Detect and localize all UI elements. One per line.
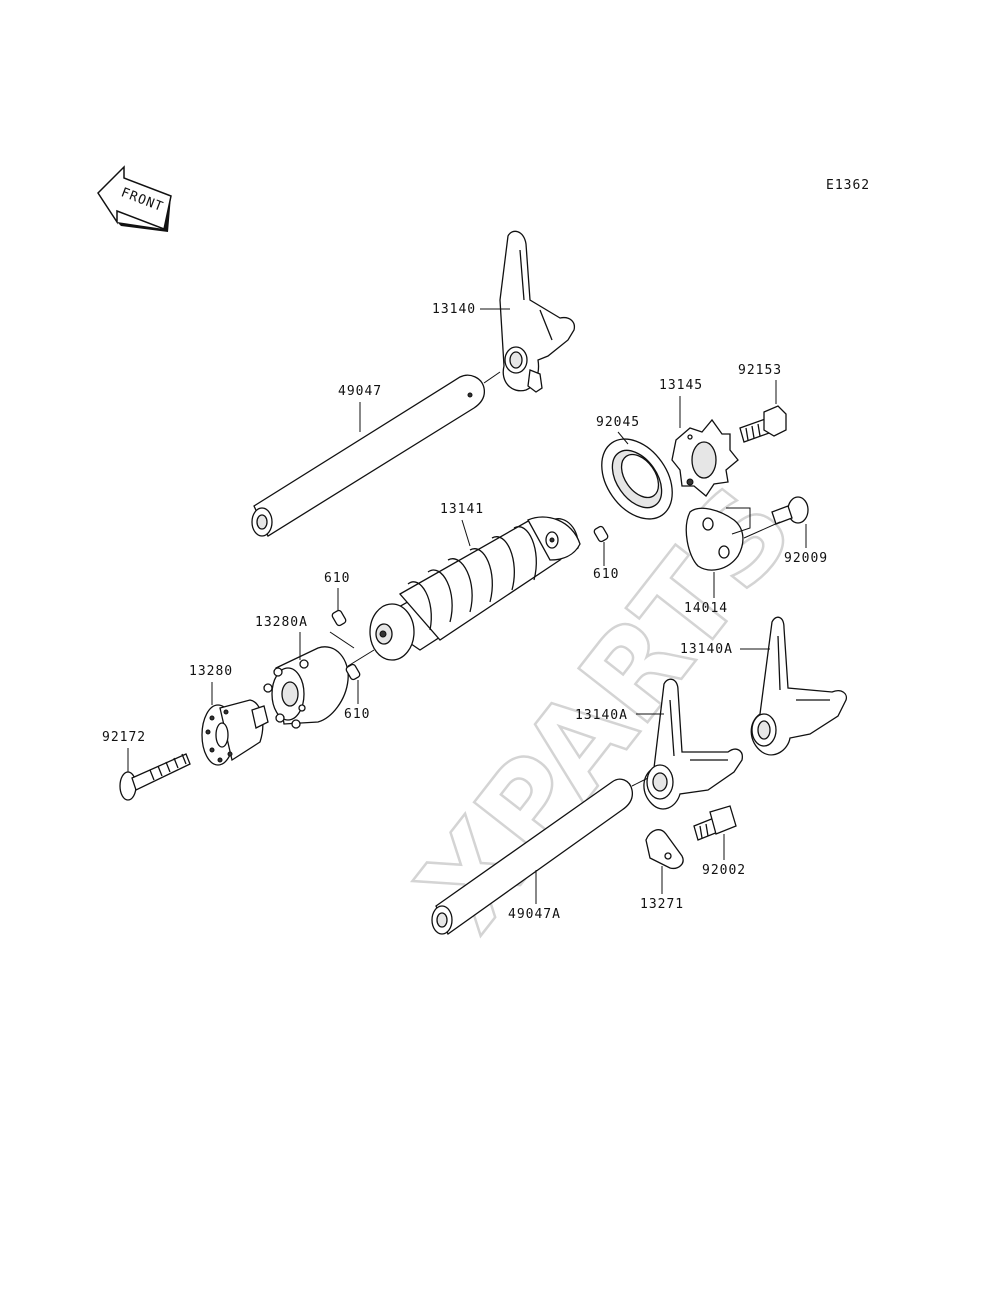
shift-fork-13140[interactable] — [499, 230, 576, 393]
label-92009: 92009 — [784, 551, 828, 566]
pin-610-drum[interactable] — [593, 525, 609, 543]
bearing-92045[interactable] — [587, 426, 687, 532]
bolt-92153[interactable] — [739, 405, 787, 443]
label-13140A-right: 13140A — [680, 642, 733, 657]
bolt-92172[interactable] — [119, 753, 191, 801]
cam-holder-13280A[interactable] — [263, 646, 349, 729]
shift-rod-49047[interactable] — [251, 374, 486, 537]
shift-fork-13140A-right[interactable] — [750, 616, 848, 756]
label-13271: 13271 — [640, 897, 684, 912]
guide-plate-13271[interactable] — [645, 829, 684, 870]
screw-92009[interactable] — [771, 496, 809, 525]
label-13280: 13280 — [189, 664, 233, 679]
bolt-92002[interactable] — [693, 805, 737, 841]
label-49047-top: 49047 — [338, 384, 382, 399]
label-92153: 92153 — [738, 363, 782, 378]
front-arrow-icon: FRONT — [97, 165, 172, 232]
shift-fork-13140A-middle[interactable] — [643, 678, 743, 810]
label-92172: 92172 — [102, 730, 146, 745]
label-610-upper: 610 — [324, 571, 350, 586]
shift-drum-13141[interactable] — [369, 516, 581, 661]
label-14014: 14014 — [684, 601, 728, 616]
drum-cam-13145[interactable] — [671, 418, 739, 497]
label-610-drum: 610 — [593, 567, 619, 582]
label-610-lower: 610 — [344, 707, 370, 722]
label-13140-top: 13140 — [432, 302, 476, 317]
pin-610-upper[interactable] — [331, 609, 347, 627]
label-13280A: 13280A — [255, 615, 308, 630]
label-13140A-middle: 13140A — [575, 708, 628, 723]
shift-rod-49047A[interactable] — [431, 778, 634, 935]
plate-14014[interactable] — [685, 507, 744, 571]
label-92002: 92002 — [702, 863, 746, 878]
drum-cam-13280[interactable] — [201, 699, 269, 766]
diagram-code: E1362 — [826, 178, 870, 193]
label-49047A: 49047A — [508, 907, 561, 922]
pin-610-lower[interactable] — [345, 663, 361, 681]
label-13141: 13141 — [440, 502, 484, 517]
label-13145: 13145 — [659, 378, 703, 393]
label-92045: 92045 — [596, 415, 640, 430]
